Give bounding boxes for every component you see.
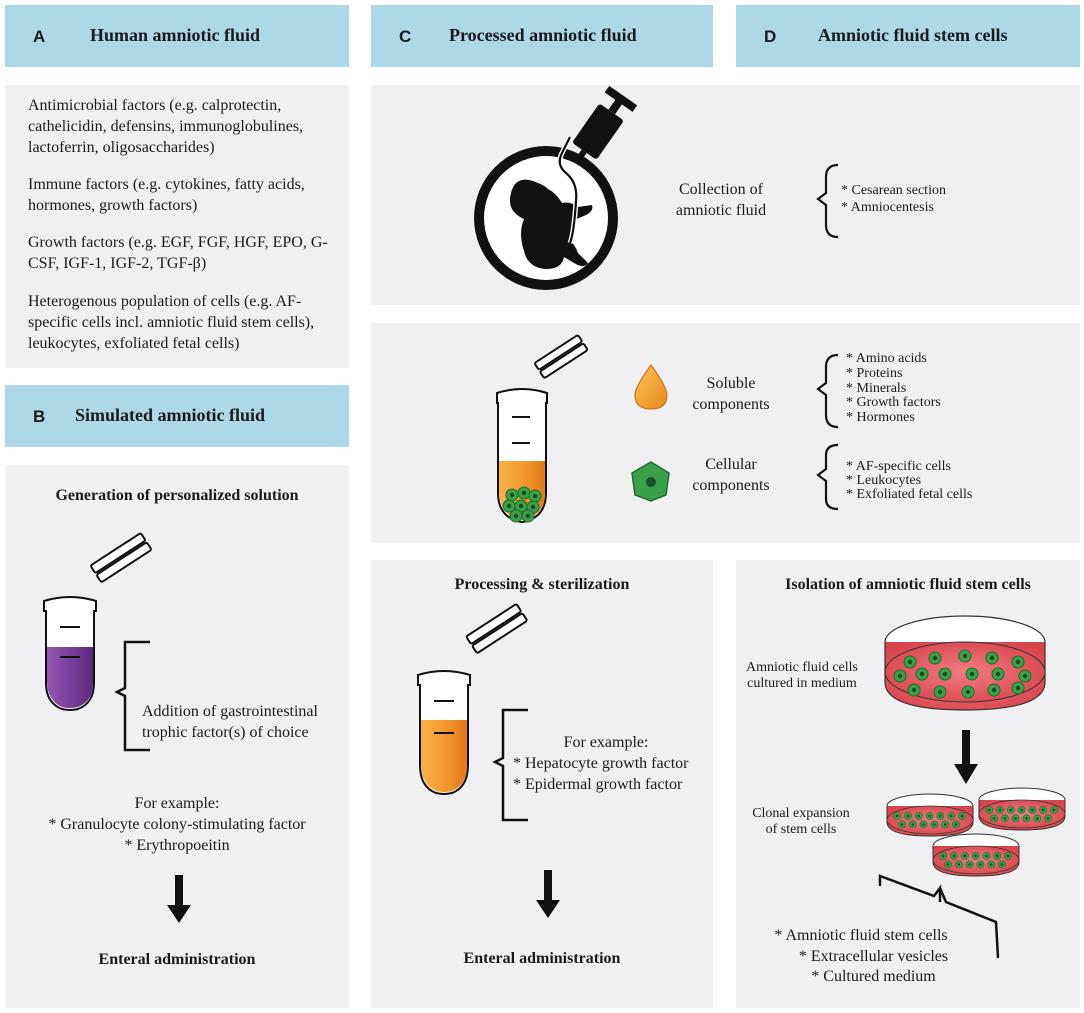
cellular-item-3: * Exfoliated fetal cells xyxy=(846,487,973,502)
brace-icon xyxy=(816,353,839,429)
down-arrow-icon xyxy=(536,870,560,918)
soluble-item-2: * Proteins xyxy=(846,366,903,381)
cellular-label: Cellular components xyxy=(692,456,770,494)
result-3: * Cultured medium xyxy=(811,968,936,985)
culture-dish-icon xyxy=(884,615,1046,711)
result-1: * Amniotic fluid stem cells xyxy=(774,927,948,944)
panel-a-letter: A xyxy=(33,27,46,46)
down-arrow-icon xyxy=(954,730,978,784)
panel-a-item-2: Immune factors (e.g. cytokines, fatty ac… xyxy=(28,176,305,214)
panel-b-example-1: * Granulocyte colony-stimulating factor xyxy=(48,816,306,833)
processing-example-label: For example: xyxy=(563,734,649,751)
down-arrow-icon xyxy=(167,875,191,923)
cellular-item-1: * AF-specific cells xyxy=(846,459,951,474)
tube-cells-icon xyxy=(496,334,589,523)
culture-label: Amniotic fluid cells cultured in medium xyxy=(746,660,858,691)
panel-b-body: Generation of personalized solution Addi… xyxy=(5,465,349,1008)
collection-label: Collection of amniotic fluid xyxy=(675,181,767,219)
brace-icon xyxy=(492,708,528,822)
panel-d-header: D Amniotic fluid stem cells xyxy=(736,5,1080,67)
tube-orange-icon xyxy=(417,603,528,795)
processing-example-2: * Epidermal growth factor xyxy=(513,776,683,793)
panel-a-item-1: Antimicrobial factors (e.g. calprotectin… xyxy=(28,97,304,156)
processing-result: Enteral administration xyxy=(463,950,621,967)
cellular-item-2: * Leukocytes xyxy=(846,473,922,488)
panel-b-addition: Addition of gastrointestinal trophic fac… xyxy=(142,703,318,741)
panel-b-example-label: For example: xyxy=(134,795,220,812)
soluble-label: Soluble components xyxy=(692,375,770,413)
processing-example-1: * Hepatocyte growth factor xyxy=(513,755,689,772)
panel-a-header: A Human amniotic fluid xyxy=(5,5,349,67)
culture-dish-icon xyxy=(932,833,1020,877)
panel-d-title: Amniotic fluid stem cells xyxy=(818,25,1008,45)
isolation-title: Isolation of amniotic fluid stem cells xyxy=(785,576,1031,593)
panel-b-subtitle: Generation of personalized solution xyxy=(55,487,299,504)
panel-a-title: Human amniotic fluid xyxy=(90,25,261,45)
soluble-item-3: * Minerals xyxy=(846,381,907,396)
panel-c-title: Processed amniotic fluid xyxy=(449,25,637,45)
brace-icon xyxy=(816,443,839,511)
collection-item-1: * Cesarean section xyxy=(841,183,946,198)
cell-icon xyxy=(631,461,670,502)
panel-a-item-4: Heterogenous population of cells (e.g. A… xyxy=(28,293,315,352)
panel-c-components: Soluble components * Amino acids * Prote… xyxy=(371,323,1080,543)
result-2: * Extracellular vesicles xyxy=(798,948,949,965)
panel-c-processing: Processing & sterilization For example: … xyxy=(371,560,713,1008)
brace-icon xyxy=(114,640,150,752)
soluble-item-5: * Hormones xyxy=(846,410,915,425)
panel-c-collection: Collection of amniotic fluid * Cesarean … xyxy=(371,85,1080,305)
brace-icon xyxy=(816,163,839,239)
panel-d-body: Isolation of amniotic fluid stem cells A… xyxy=(736,560,1080,1008)
panel-a-item-3: Growth factors (e.g. EGF, FGF, HGF, EPO,… xyxy=(28,234,328,272)
panel-b-header: B Simulated amniotic fluid xyxy=(5,385,349,447)
panel-b-result: Enteral administration xyxy=(98,951,256,968)
soluble-item-4: * Growth factors xyxy=(846,395,941,410)
fetus-syringe-icon xyxy=(474,85,638,290)
culture-dish-icon xyxy=(978,787,1066,831)
panel-b-example-2: * Erythropoeitin xyxy=(124,837,230,854)
brace-icon xyxy=(878,874,1000,959)
clonal-label: Clonal expansion of stem cells xyxy=(752,806,850,837)
droplet-icon xyxy=(634,363,668,410)
soluble-item-1: * Amino acids xyxy=(846,351,927,366)
culture-dish-icon xyxy=(886,793,974,837)
panel-c-letter: C xyxy=(399,27,412,46)
tube-purple-icon xyxy=(43,532,152,711)
panel-d-letter: D xyxy=(764,27,777,46)
panel-b-letter: B xyxy=(33,407,46,426)
panel-b-title: Simulated amniotic fluid xyxy=(75,405,266,425)
processing-title: Processing & sterilization xyxy=(454,576,630,593)
collection-item-2: * Amniocentesis xyxy=(841,200,934,215)
panel-c-header: C Processed amniotic fluid xyxy=(371,5,713,67)
panel-a-body: Antimicrobial factors (e.g. calprotectin… xyxy=(5,85,349,368)
